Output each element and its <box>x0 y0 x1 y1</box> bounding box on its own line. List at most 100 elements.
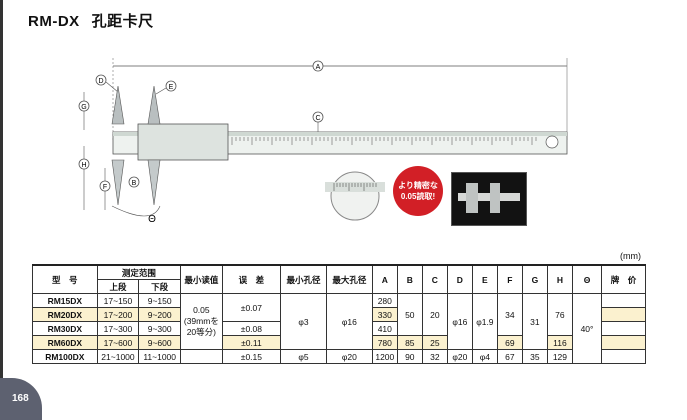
caliper-drawing: A D E G H F C B Θ <box>78 58 568 225</box>
lower-point-fixed <box>111 159 125 206</box>
dim-b-label: B <box>132 180 137 187</box>
row-a: 780 <box>371 335 398 350</box>
col-g: G <box>521 264 548 294</box>
row-lower: 9~600 <box>138 335 182 350</box>
row-lower: 9~200 <box>138 307 182 322</box>
error-merged-3: ±0.11 <box>221 335 282 350</box>
lower-point-slide <box>147 159 161 206</box>
row-f: 67 <box>496 349 523 364</box>
col-lower: 下段 <box>138 279 182 294</box>
min-hole-merged: φ3 <box>280 293 327 350</box>
e-merged: φ1.9 <box>471 293 498 350</box>
model-code: RM-DX <box>28 13 80 30</box>
vernier-magnifier <box>330 171 380 221</box>
upper-point-slide <box>147 85 161 125</box>
min-read-note1: (39mmを <box>183 316 219 326</box>
col-model: 型 号 <box>32 264 98 294</box>
col-upper: 上段 <box>96 279 140 294</box>
dim-a-marker <box>312 60 324 72</box>
col-f: F <box>496 264 523 294</box>
row-a: 280 <box>371 293 398 308</box>
row-min-hole: φ5 <box>280 349 327 364</box>
page-number-badge: 168 <box>0 378 42 420</box>
row-price <box>601 307 646 322</box>
b-merged: 50 <box>396 293 423 336</box>
col-price: 牌 价 <box>601 264 646 294</box>
row-price <box>601 293 646 308</box>
row-max-hole: φ20 <box>325 349 373 364</box>
row-c: 25 <box>421 335 448 350</box>
table-row: RM15DX 17~150 9~150 0.05 (39mmを 20等分) ±0… <box>32 293 646 364</box>
row-model: RM20DX <box>32 307 98 322</box>
dim-h-label: H <box>81 162 86 169</box>
row-a: 330 <box>371 307 398 322</box>
row-b: 90 <box>396 349 423 364</box>
col-d: D <box>446 264 473 294</box>
spec-table: 型 号 测定范围 最小读值 误 差 最小孔径 最大孔径 A B C D E F … <box>32 264 646 364</box>
col-a: A <box>371 264 398 294</box>
dim-e-label: E <box>169 84 174 91</box>
detail-photo <box>451 172 527 226</box>
h-merged: 76 <box>546 293 573 336</box>
caliper-slider <box>137 123 229 161</box>
row-upper: 17~600 <box>96 335 140 350</box>
dim-c-label: C <box>315 115 320 122</box>
min-read-merged: 0.05 (39mmを 20等分) <box>180 293 223 350</box>
col-h: H <box>546 264 573 294</box>
row-min-read <box>180 349 223 364</box>
theta-merged: 40° <box>571 293 603 364</box>
col-range: 测定范围 <box>96 264 182 280</box>
page-title: RM-DX 孔距卡尺 <box>28 10 154 31</box>
min-read-note2: 20等分) <box>186 327 216 337</box>
theta-label: Θ <box>148 214 156 225</box>
dim-a-label: A <box>316 64 321 71</box>
table-row: RM100DX 21~1000 11~1000 ±0.15 φ5 φ20 120… <box>32 349 646 364</box>
col-max-hole: 最大孔径 <box>325 264 373 294</box>
row-model: RM15DX <box>32 293 98 308</box>
f-merged: 34 <box>496 293 523 336</box>
row-lower: 11~1000 <box>138 349 182 364</box>
dim-f-label: F <box>103 184 107 191</box>
row-error: ±0.15 <box>221 349 282 364</box>
precision-callout: より精密な 0.05読取! <box>393 166 443 216</box>
min-read-value: 0.05 <box>193 305 210 315</box>
col-e: E <box>471 264 498 294</box>
row-h: 116 <box>546 335 573 350</box>
row-b: 85 <box>396 335 423 350</box>
clamp-screw <box>545 135 559 149</box>
row-upper: 17~200 <box>96 307 140 322</box>
g-merged: 31 <box>521 293 548 350</box>
unit-note: (mm) <box>620 251 641 261</box>
row-f: 69 <box>496 335 523 350</box>
row-price <box>601 321 646 336</box>
row-a: 1200 <box>371 349 398 364</box>
row-upper: 17~150 <box>96 293 140 308</box>
callout-line1: より精密な <box>398 181 438 190</box>
row-lower: 9~300 <box>138 321 182 336</box>
col-c: C <box>421 264 448 294</box>
dim-g-label: G <box>81 104 86 111</box>
max-hole-merged: φ16 <box>325 293 373 350</box>
row-a: 410 <box>371 321 398 336</box>
page-edge <box>0 0 3 417</box>
row-model: RM60DX <box>32 335 98 350</box>
callout-line2: 0.05読取! <box>400 192 436 201</box>
row-d: φ20 <box>446 349 473 364</box>
row-model: RM100DX <box>32 349 98 364</box>
table-row: RM30DX 17~300 9~300 ±0.08 410 <box>32 321 646 336</box>
row-e: φ4 <box>471 349 498 364</box>
d-merged: φ16 <box>446 293 473 350</box>
page-number: 168 <box>12 393 29 404</box>
row-model: RM30DX <box>32 321 98 336</box>
row-lower: 9~150 <box>138 293 182 308</box>
product-name: 孔距卡尺 <box>91 12 154 30</box>
row-h: 129 <box>546 349 573 364</box>
col-b: B <box>396 264 423 294</box>
col-theta: Θ <box>571 264 603 294</box>
col-error: 误 差 <box>221 264 282 294</box>
error-merged-1: ±0.07 <box>221 293 282 322</box>
row-price <box>601 335 646 350</box>
upper-point-fixed <box>111 85 125 125</box>
col-min-read: 最小读值 <box>180 264 223 294</box>
error-merged-2: ±0.08 <box>221 321 282 336</box>
